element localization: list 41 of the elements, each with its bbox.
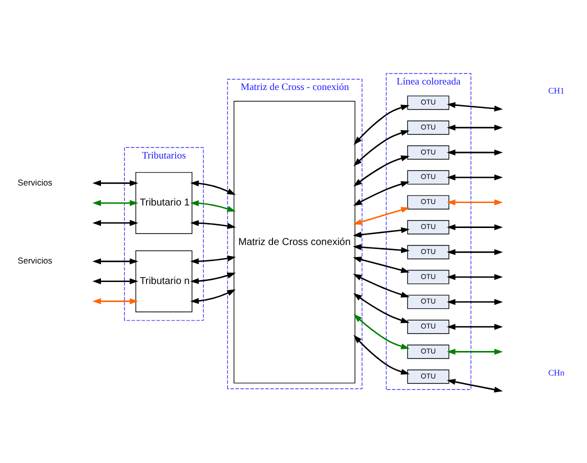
label: CH1 [548, 86, 564, 96]
arrow [446, 224, 503, 230]
arrow [354, 104, 410, 145]
arrow [353, 274, 410, 298]
arrow [354, 334, 410, 375]
arrow [446, 348, 503, 355]
arrow [446, 124, 503, 131]
label: Servicios [18, 177, 52, 188]
arrow [92, 278, 138, 284]
arrow [92, 200, 138, 206]
arrow [354, 314, 410, 350]
arrow [446, 174, 503, 180]
arrow [353, 155, 410, 187]
arrow [352, 227, 410, 238]
arrow [353, 207, 410, 225]
arrow [446, 274, 503, 280]
arrow [446, 378, 503, 393]
arrow [92, 258, 138, 264]
arrow [446, 150, 503, 156]
arrow [190, 289, 236, 304]
arrow [446, 249, 503, 256]
arrow [352, 244, 410, 254]
arrow [190, 200, 236, 212]
arrow [190, 180, 236, 195]
arrow [353, 181, 410, 206]
arrow [353, 293, 410, 324]
label: CHn [548, 367, 564, 378]
arrow [446, 324, 503, 330]
label: Servicios [18, 256, 52, 266]
arrow [353, 130, 410, 166]
arrow [190, 255, 236, 264]
arrow [92, 298, 138, 304]
arrow [92, 180, 138, 186]
node-box: Matriz de Cross conexión [234, 100, 356, 384]
arrow [352, 256, 410, 274]
arrow [190, 272, 236, 284]
arrow [190, 220, 236, 229]
arrow [92, 220, 138, 226]
arrow [446, 199, 503, 206]
arrow [446, 298, 503, 305]
arrow [446, 102, 503, 112]
